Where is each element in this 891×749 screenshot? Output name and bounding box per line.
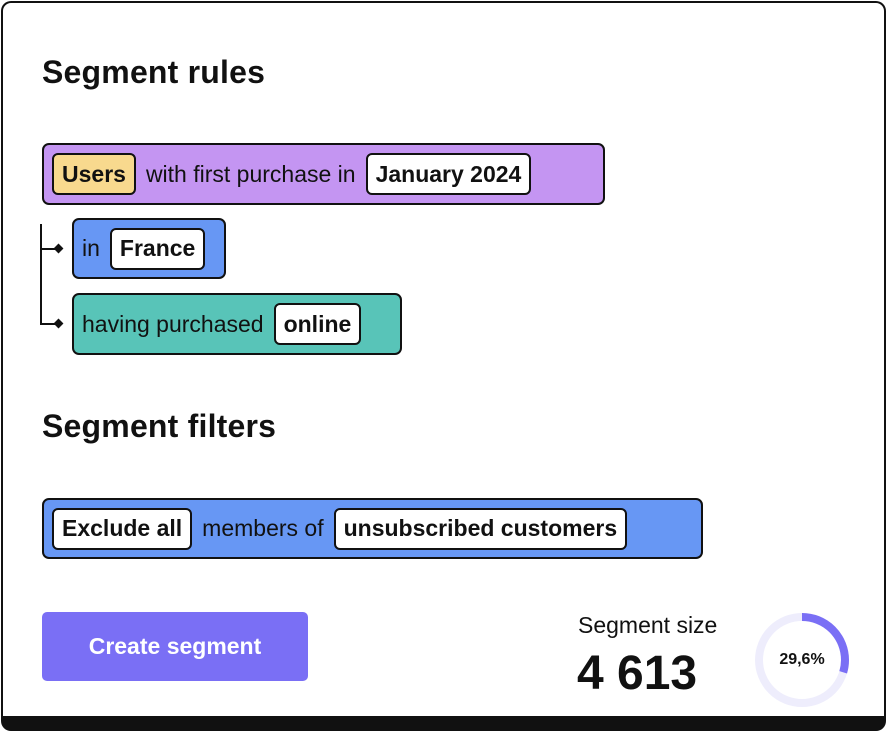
date-chip[interactable]: January 2024: [365, 153, 532, 195]
country-chip[interactable]: France: [109, 227, 206, 270]
filter-exclude[interactable]: Exclude all members of unsubscribed cust…: [42, 498, 703, 559]
exclude-chip[interactable]: Exclude all: [52, 507, 193, 550]
channel-chip[interactable]: online: [273, 303, 362, 345]
create-segment-button[interactable]: Create segment: [42, 612, 308, 681]
segment-percent: 29,6%: [779, 651, 825, 668]
segment-filters-heading: Segment filters: [42, 408, 277, 444]
branch-location: [40, 248, 58, 250]
rule-channel-text: having purchased: [82, 310, 264, 337]
rule-location-text: in: [82, 235, 100, 261]
rule-tree-connector: [40, 224, 42, 323]
rule-location[interactable]: in France: [72, 218, 226, 279]
segment-card: [1, 1, 886, 731]
gauge-fill: [755, 613, 849, 707]
branch-channel: [40, 323, 58, 325]
list-chip[interactable]: unsubscribed customers: [333, 507, 628, 550]
rule-channel[interactable]: having purchased online: [72, 293, 402, 355]
segment-size-gauge: [755, 613, 849, 707]
users-chip[interactable]: Users: [52, 153, 136, 195]
filter-text: members of: [202, 515, 324, 541]
segment-size-value: 4 613: [577, 647, 698, 700]
rule-main-text: with first purchase in: [145, 160, 356, 187]
rule-main[interactable]: Users with first purchase in January 202…: [42, 143, 605, 205]
segment-size-label: Segment size: [578, 612, 718, 638]
segment-rules-heading: Segment rules: [42, 54, 266, 90]
